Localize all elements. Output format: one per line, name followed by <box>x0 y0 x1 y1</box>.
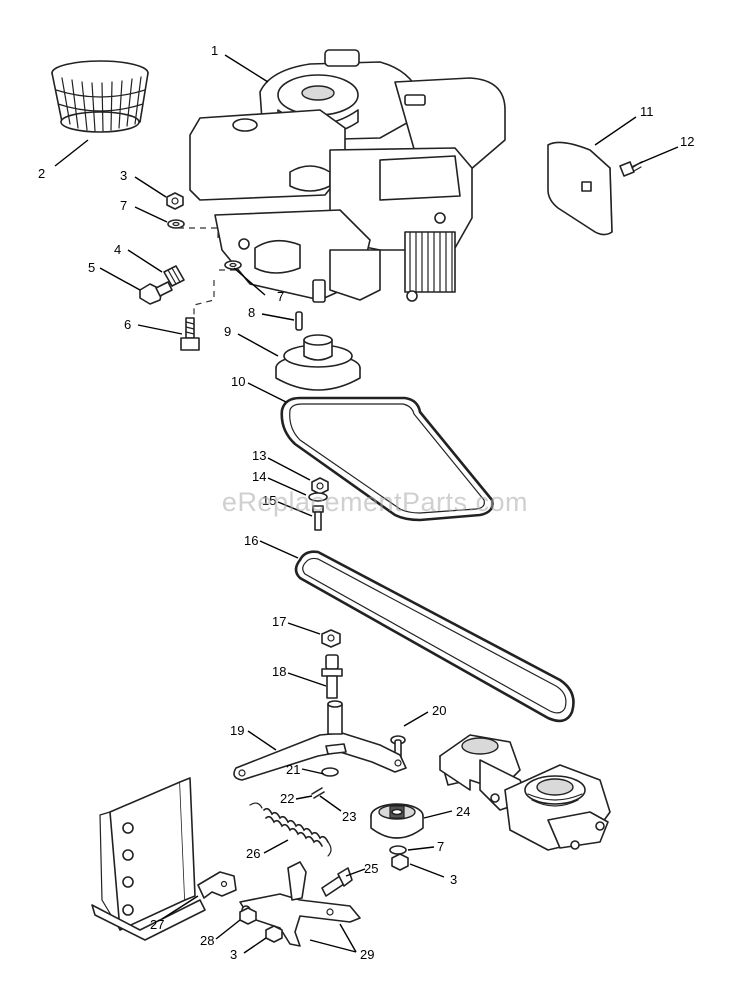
callout-24: 24 <box>456 804 470 819</box>
screw-part <box>619 161 643 177</box>
washer-14-part <box>308 492 328 502</box>
callout-18: 18 <box>272 664 286 679</box>
callout-3c: 3 <box>230 947 237 962</box>
frame-bracket <box>91 777 206 941</box>
callout-26: 26 <box>246 846 260 861</box>
callout-4: 4 <box>114 242 121 257</box>
nut-3-lower <box>391 853 409 871</box>
callout-29: 29 <box>360 947 374 962</box>
callout-14: 14 <box>252 469 266 484</box>
callout-20: 20 <box>432 703 446 718</box>
engine-part <box>189 49 506 303</box>
callout-8: 8 <box>248 305 255 320</box>
callout-6: 6 <box>124 317 131 332</box>
callout-labels: 1 2 3 7 4 5 6 7 8 9 10 11 12 13 14 15 16… <box>38 43 694 962</box>
triangular-belt-part <box>280 396 494 522</box>
spacer-22-part <box>311 787 325 799</box>
grass-screen-part <box>51 60 149 133</box>
callout-1: 1 <box>211 43 218 58</box>
callout-13: 13 <box>252 448 266 463</box>
nut-3-bottom <box>265 925 283 943</box>
cooling-fins <box>404 231 456 293</box>
callout-2: 2 <box>38 166 45 181</box>
washer-7-mid <box>224 260 242 270</box>
callout-7c: 7 <box>437 839 444 854</box>
callout-12: 12 <box>680 134 694 149</box>
callout-16: 16 <box>244 533 258 548</box>
spring-part <box>249 802 332 857</box>
callout-19: 19 <box>230 723 244 738</box>
callout-3b: 3 <box>450 872 457 887</box>
drive-belt-part <box>294 550 575 723</box>
bolt-25-part <box>321 867 353 897</box>
callout-5: 5 <box>88 260 95 275</box>
callout-22: 22 <box>280 791 294 806</box>
idler-stud-part <box>321 654 343 699</box>
callout-9: 9 <box>224 324 231 339</box>
idler-arm-part <box>233 700 407 781</box>
washer-7-lower <box>389 845 407 855</box>
bolt-6-part <box>180 317 200 351</box>
washer-7-top <box>167 219 185 229</box>
transmission-assembly <box>439 734 611 851</box>
callout-3: 3 <box>120 168 127 183</box>
bracket-29-part <box>239 861 361 947</box>
nut-13-part <box>311 477 329 495</box>
callout-17: 17 <box>272 614 286 629</box>
leader-lines <box>54 54 679 954</box>
idler-pulley-part <box>370 803 424 839</box>
callout-15: 15 <box>262 493 276 508</box>
callout-28: 28 <box>200 933 214 948</box>
engine-pulley-part <box>275 334 361 391</box>
callout-21: 21 <box>286 762 300 777</box>
cover-plate-part <box>547 141 613 236</box>
bracket-27-part <box>197 871 237 899</box>
callout-10: 10 <box>231 374 245 389</box>
washer-21-part <box>321 767 339 777</box>
nut-17-part <box>321 629 341 648</box>
callout-25: 25 <box>364 861 378 876</box>
key-part <box>295 311 303 331</box>
nut-3-top <box>166 192 184 210</box>
callout-27: 27 <box>150 917 164 932</box>
spacer-4-part <box>163 265 185 287</box>
callout-7b: 7 <box>277 289 284 304</box>
callout-23: 23 <box>342 809 356 824</box>
callout-11: 11 <box>640 104 654 119</box>
nut-28-part <box>239 907 257 925</box>
bolt-15-part <box>312 505 324 531</box>
bolt-5-part <box>139 281 173 305</box>
callout-7: 7 <box>120 198 127 213</box>
